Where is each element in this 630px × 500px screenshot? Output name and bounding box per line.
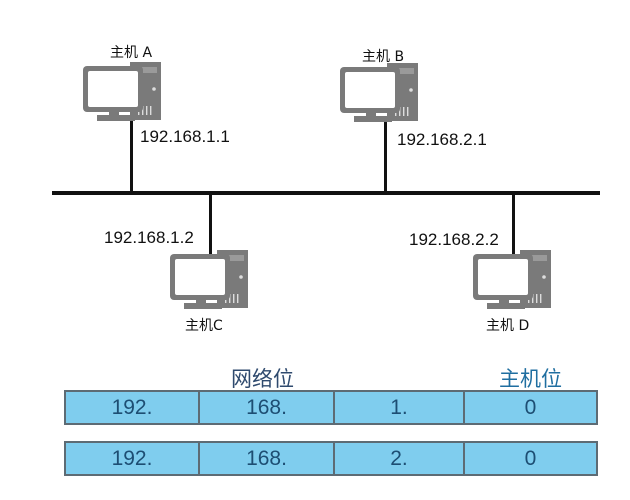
host-a-ip: 192.168.1.1 bbox=[140, 127, 230, 146]
host-c-label: 主机C bbox=[185, 318, 223, 334]
host-b-label: 主机 B bbox=[362, 49, 405, 65]
octet-cell: 168. bbox=[200, 443, 335, 474]
link-host-b bbox=[384, 118, 387, 193]
host-bits-header: 主机位 bbox=[499, 367, 562, 391]
address-row-1: 192. 168. 1. 0 bbox=[64, 390, 598, 425]
link-host-d bbox=[512, 193, 515, 260]
octet-cell: 1. bbox=[335, 392, 465, 423]
computer-icon bbox=[340, 63, 420, 123]
host-a-label: 主机 A bbox=[110, 45, 153, 61]
network-bus bbox=[52, 191, 600, 195]
octet-cell: 192. bbox=[66, 443, 200, 474]
octet-cell: 2. bbox=[335, 443, 465, 474]
octet-cell: 168. bbox=[200, 392, 335, 423]
computer-icon bbox=[170, 250, 250, 310]
address-row-2: 192. 168. 2. 0 bbox=[64, 441, 598, 476]
octet-cell: 0 bbox=[524, 446, 537, 470]
host-d-label: 主机 D bbox=[486, 318, 530, 334]
host-c-ip: 192.168.1.2 bbox=[104, 228, 194, 247]
link-host-a bbox=[130, 120, 133, 193]
octet-cell: 0 bbox=[524, 395, 537, 419]
octet-cell: 192. bbox=[66, 392, 200, 423]
host-d-ip: 192.168.2.2 bbox=[409, 230, 499, 249]
network-bits-header: 网络位 bbox=[231, 367, 294, 391]
computer-icon bbox=[83, 62, 163, 122]
host-b-ip: 192.168.2.1 bbox=[397, 130, 487, 149]
computer-icon bbox=[473, 250, 553, 310]
link-host-c bbox=[209, 193, 212, 261]
